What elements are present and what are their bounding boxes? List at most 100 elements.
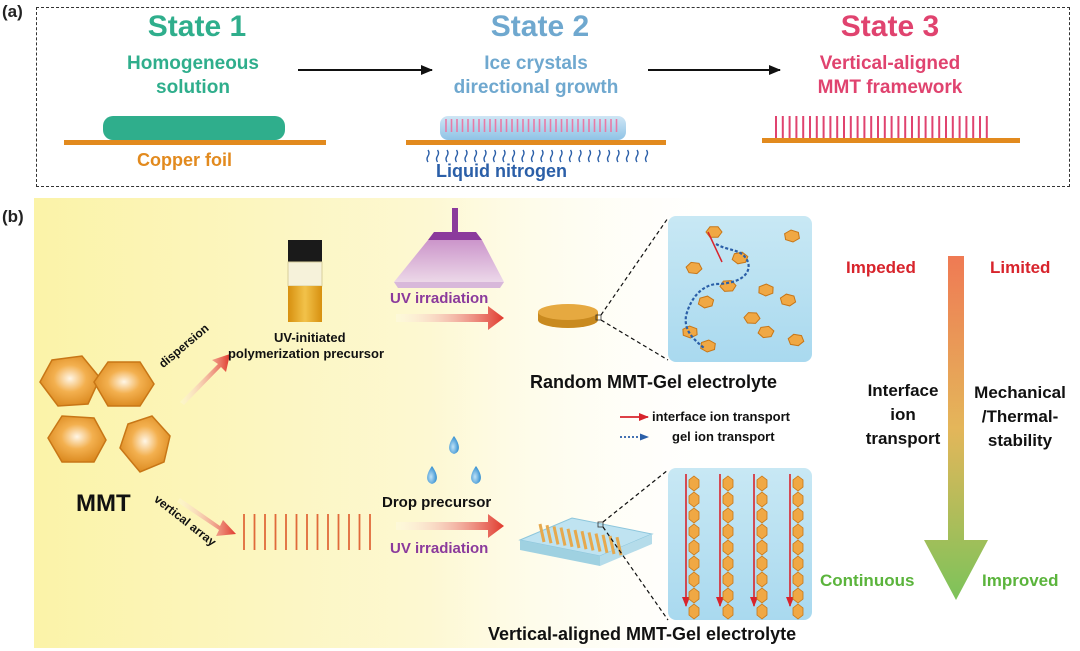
nitrogen-wave [445,149,449,163]
slab-stripe [601,534,609,554]
state-1-subtitle-line1: Homogeneous [127,53,259,74]
slab-stripe [566,528,574,548]
nitrogen-wave [549,149,554,163]
vertical-mmt-segment [756,475,768,492]
mmt-label: MMT [76,490,131,517]
nitrogen-wave [473,149,478,163]
vertical-mmt-segment [792,555,804,572]
random-gel-title: Random MMT-Gel electrolyte [530,372,778,392]
vertical-mmt-segment [756,555,768,572]
vertical-mmt-segment [792,539,804,556]
vertical-array-arrow [177,498,236,536]
panel-a-graphics [64,65,1020,163]
random-mmt-particle [700,339,716,353]
vertical-gel-slab [518,517,654,566]
nitrogen-wave [597,149,601,163]
nitrogen-wave [483,149,487,163]
mmt-framework-stripes [775,116,988,138]
random-mmt-particle [685,261,703,275]
zoom-line-bottom-2 [602,526,669,621]
mmt-hexagon-2 [93,361,155,407]
vertical-mmt-segment [722,603,734,620]
liquid-nitrogen-label: Liquid nitrogen [436,161,567,181]
precursor-drops [427,436,481,484]
vertical-mmt-columns [682,474,804,620]
interface-line3: transport [865,429,941,448]
vertical-mmt-segment [688,491,700,508]
uv-arrow-top [396,306,504,330]
vertical-mmt-segment [756,539,768,556]
vertical-mmt-segment [722,491,734,508]
ice-crystal-stripes [445,119,618,132]
zoom-line-top-2 [600,319,669,361]
random-mmt-particles [682,226,805,353]
vertical-mmt-segment [792,587,804,604]
slab-stripe [552,526,560,545]
slab-stripe [538,523,546,543]
slab-stripe [587,532,595,551]
vertical-mmt-segment [792,475,804,492]
nitrogen-wave [644,149,649,163]
vertical-mmt-segment [756,523,768,540]
nitrogen-wave [540,149,544,163]
gel-ion-transport-path [684,243,750,349]
ice-crystal-layer [440,116,626,140]
interface-line2: ion [890,405,916,424]
vertical-mmt-segment [722,523,734,540]
vertical-array-stripes [243,514,371,550]
precursor-vial [287,240,323,322]
nitrogen-wave [606,149,611,163]
limited-label: Limited [990,258,1051,277]
drop-precursor-label: Drop precursor [382,494,492,511]
nitrogen-wave [625,149,630,163]
interface-line1: Interface [867,381,939,400]
legend-gel-label: gel ion transport [672,429,775,444]
state-2-subtitle-line1: Ice crystals [484,53,588,74]
state-1-title: State 1 [147,10,247,43]
vertical-mmt-segment [756,491,768,508]
panel-a-label: (a) [2,2,23,21]
vertical-mmt-segment [722,539,734,556]
nitrogen-wave [435,149,440,163]
nitrogen-wave [530,149,535,163]
vertical-mmt-segment [722,475,734,492]
random-mmt-particle [784,229,800,243]
performance-gradient-arrow [924,256,988,600]
panel-a-frame [36,7,1070,187]
random-mmt-particle [697,295,715,309]
uv-irradiation-top-label: UV irradiation [390,290,489,307]
mmt-hexagons [39,355,171,473]
interface-ion-transport-path [707,231,723,263]
slab-stripe [580,530,588,550]
mmt-hexagon-3 [47,415,107,463]
uv-lamp [394,208,504,288]
nitrogen-wave [502,149,506,163]
random-zoom-box [668,216,812,362]
copper-foil-1 [64,140,326,145]
vertical-mmt-segment [688,507,700,524]
vertical-mmt-segment [688,475,700,492]
nitrogen-wave [492,149,497,163]
vertical-mmt-segment [688,523,700,540]
nitrogen-wave [635,149,639,163]
dispersion-arrow [180,354,230,405]
homogeneous-solution-layer [103,116,285,140]
mech-line3: stability [987,431,1053,450]
vertical-mmt-segment [722,571,734,588]
random-mmt-particle [757,325,775,339]
copper-foil-3 [762,138,1020,143]
state-2-subtitle-line2: directional growth [453,77,619,98]
random-mmt-particle [743,312,761,324]
nitrogen-wave [511,149,516,163]
impeded-label: Impeded [846,258,916,277]
improved-label: Improved [982,571,1059,590]
slab-stripe [573,529,581,549]
mech-line1: Mechanical [974,383,1066,402]
slab-stripe [545,524,553,544]
nitrogen-wave [454,149,459,163]
nitrogen-wave [578,149,582,163]
vertical-mmt-segment [688,539,700,556]
slab-stripe [594,533,602,552]
vertical-mmt-segment [756,507,768,524]
